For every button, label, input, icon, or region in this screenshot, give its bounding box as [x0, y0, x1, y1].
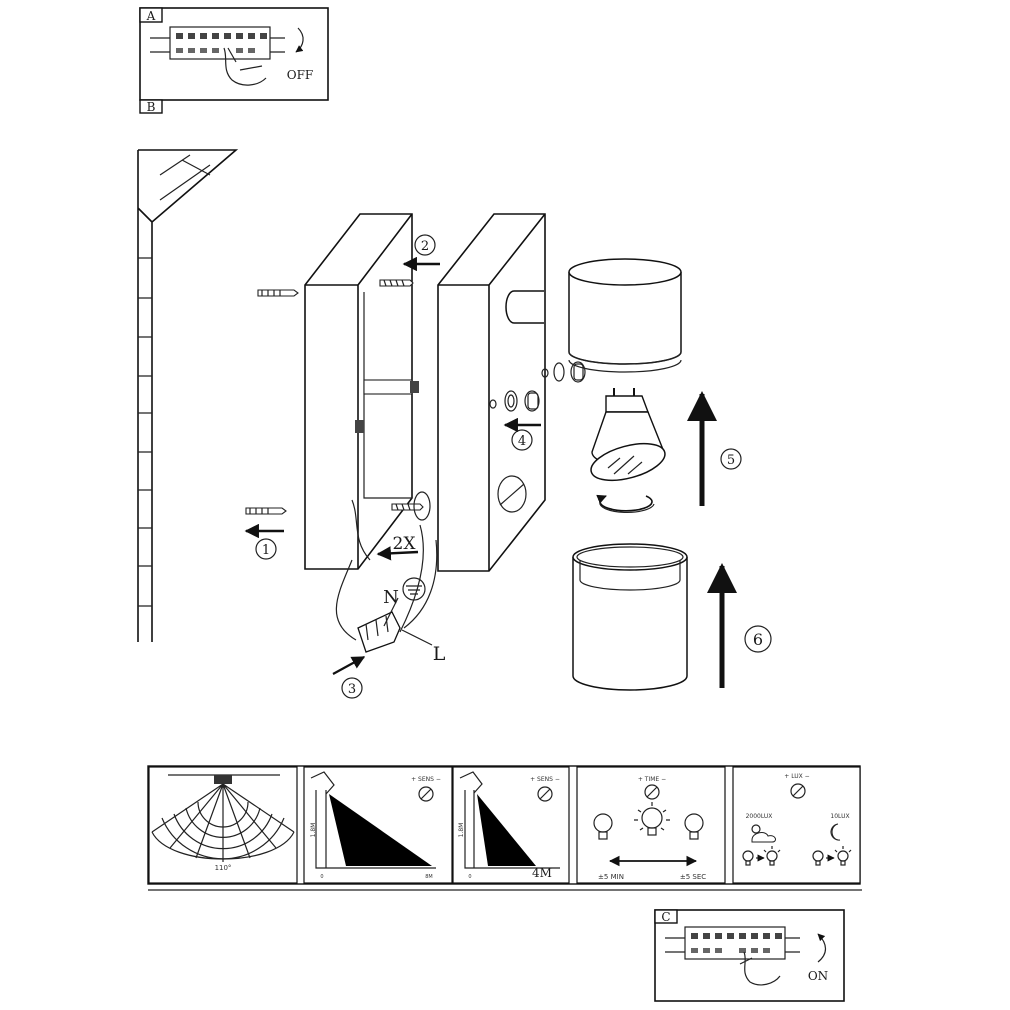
breaker-strip-icon-c	[665, 926, 800, 960]
panel-c-breaker-on: C ON	[654, 909, 845, 1002]
screws-arrow-icon	[376, 546, 419, 561]
step-5-number: 5	[720, 448, 742, 470]
lux-control-label: + LUX −	[784, 773, 809, 780]
breaker-strip-icon	[150, 26, 285, 60]
detection-angle-panel: 110°	[148, 766, 298, 884]
time-control-label: + TIME −	[638, 776, 666, 783]
wall-section	[137, 149, 239, 642]
lux-day-label: 2000LUX	[746, 813, 773, 820]
sens-control-label-1: + SENS −	[411, 776, 441, 783]
wire-n-label: N	[383, 587, 399, 608]
gu10-bulb-icon	[590, 388, 666, 482]
sensitivity-min-panel: 1.8M 0 4M + SENS −	[452, 766, 570, 884]
wire-l-label: L	[433, 643, 446, 665]
panel-c-tag: C	[661, 910, 670, 924]
svg-text:6: 6	[753, 630, 763, 649]
distance-min-label: 4M	[532, 866, 552, 880]
time-setting-panel: + TIME − ±5 MIN ±5 SEC	[576, 766, 726, 884]
bulb-off-icon-left	[593, 813, 613, 840]
bulb-off-icon-right	[684, 813, 704, 840]
ground-hole-icon	[413, 491, 431, 521]
step-3-arrow-icon	[332, 656, 366, 675]
detection-angle-label: 110°	[215, 864, 232, 872]
sens-control-label-2: + SENS −	[530, 776, 560, 783]
luminaire-back-box	[437, 213, 546, 572]
hand-icon	[223, 47, 267, 86]
panel-b-tag-box: B	[139, 99, 163, 114]
lux-setting-panel: + LUX − 2000LUX 10LUX	[732, 766, 861, 884]
cover-tube	[572, 543, 688, 691]
mounting-plate	[304, 213, 419, 570]
step-4-number: 4	[511, 429, 533, 451]
switch-down-arrow-icon	[295, 27, 304, 53]
sensitivity-max-panel: 1.8M 0 8M + SENS −	[303, 766, 453, 884]
panel-a-tag: A	[146, 9, 156, 23]
screw-icon-top	[379, 279, 414, 287]
step-2-number: 2	[414, 234, 436, 256]
time-sec-label: ±5 SEC	[680, 873, 706, 881]
panel-b-tag: B	[147, 100, 156, 114]
wiring-connector	[335, 524, 438, 653]
lux-day-bulbs-icon	[742, 846, 781, 866]
sens-dial-icon-1	[418, 786, 434, 802]
bulb-on-icon	[634, 802, 670, 836]
switch-up-arrow-icon	[817, 933, 827, 963]
zero-label-2: 0	[468, 874, 471, 880]
screws-count-label: 2X	[393, 534, 417, 554]
svg-text:2: 2	[421, 239, 429, 254]
sens-dial-icon-2	[537, 786, 553, 802]
wall-plug-icon-bottom	[245, 507, 287, 515]
zero-label-1: 0	[320, 874, 323, 880]
hand-icon-c	[739, 951, 781, 986]
panel-a-off-label: OFF	[287, 68, 314, 82]
panel-c-on-label: ON	[808, 969, 828, 983]
lux-night-bulbs-icon	[812, 846, 852, 866]
step-3-number: 3	[341, 677, 363, 699]
svg-text:5: 5	[727, 453, 735, 468]
lux-night-label: 10LUX	[830, 813, 849, 820]
screw-icon-bottom	[391, 503, 424, 511]
panel-a-breaker-off: A OFF	[139, 7, 329, 101]
sun-cloud-icon	[751, 824, 776, 843]
rotate-arrow-icon	[596, 494, 655, 513]
svg-text:4: 4	[518, 434, 526, 449]
moon-icon	[830, 823, 841, 841]
step-6-number: 6	[744, 625, 772, 653]
wall-plug-icon-top	[257, 289, 299, 297]
time-dial-icon	[644, 784, 660, 800]
svg-text:1: 1	[262, 543, 270, 558]
distance-max-label: 8M	[425, 874, 433, 880]
lux-dial-icon	[790, 783, 806, 799]
height-label-1: 1.8M	[310, 823, 317, 838]
lamp-head	[505, 258, 682, 383]
step-1-number: 1	[255, 538, 277, 560]
height-label-2: 1.8M	[458, 823, 465, 838]
svg-text:3: 3	[348, 682, 356, 697]
time-min-label: ±5 MIN	[598, 873, 624, 881]
